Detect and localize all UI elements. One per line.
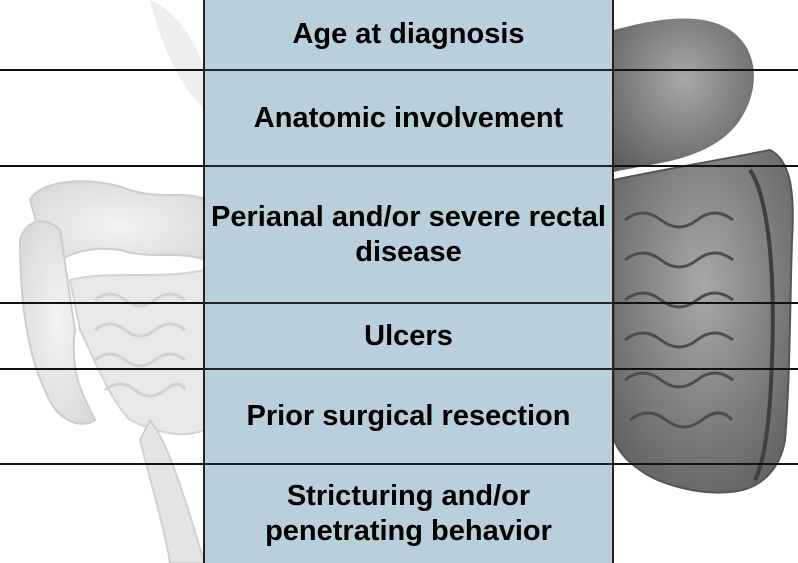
shaded-intestine-illustration (614, 18, 793, 492)
row-anatomic-involvement: Anatomic involvement (205, 71, 612, 167)
row-age-at-diagnosis: Age at diagnosis (205, 0, 612, 71)
row-prior-surgical-resection: Prior surgical resection (205, 370, 612, 465)
faded-intestine-illustration (20, 0, 205, 563)
risk-factor-panel: Age at diagnosis Anatomic involvement Pe… (203, 0, 614, 563)
row-label: Stricturing and/or penetrating behavior (211, 479, 606, 549)
row-label: Anatomic involvement (254, 101, 563, 136)
row-label: Age at diagnosis (292, 17, 524, 52)
row-stricturing-penetrating-behavior: Stricturing and/or penetrating behavior (205, 465, 612, 563)
row-perianal-rectal-disease: Perianal and/or severe rectal disease (205, 167, 612, 304)
row-label: Perianal and/or severe rectal disease (211, 200, 606, 270)
row-label: Ulcers (364, 319, 453, 354)
row-ulcers: Ulcers (205, 304, 612, 370)
row-label: Prior surgical resection (247, 399, 571, 434)
